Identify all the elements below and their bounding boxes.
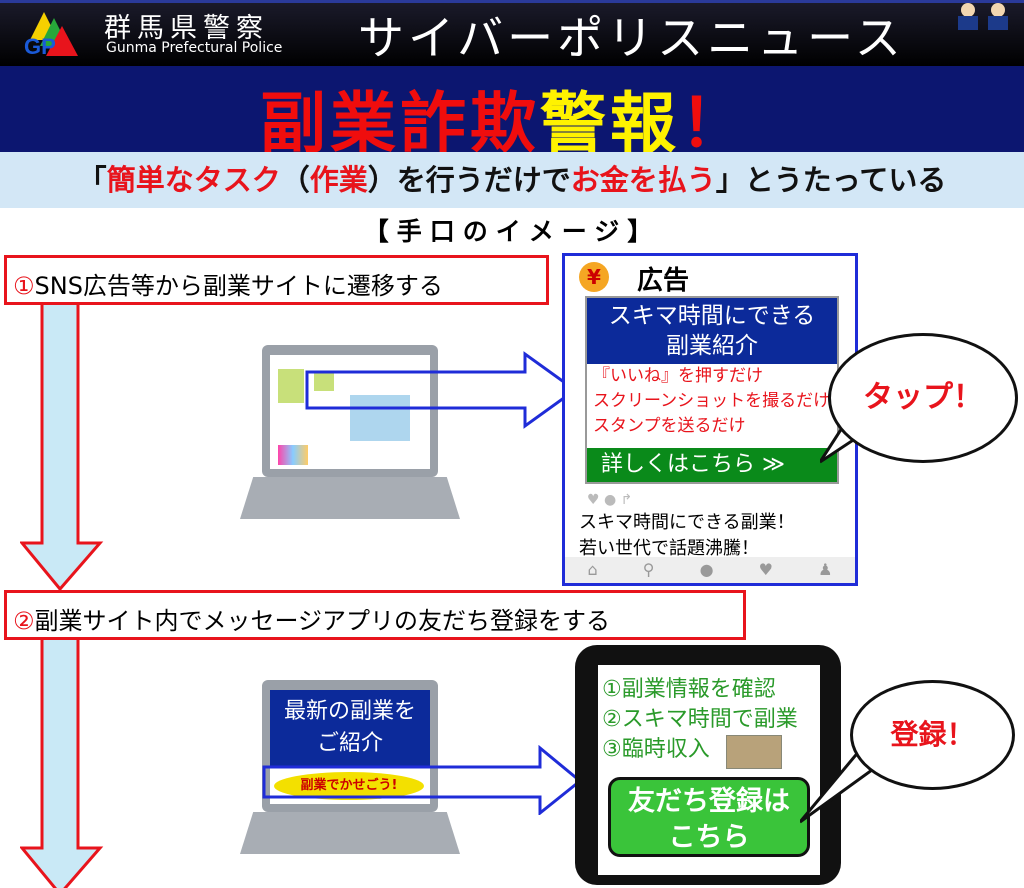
subtitle: 「簡単なタスク（作業）を行うだけでお金を払う」とうたっている <box>0 152 1024 208</box>
right-arrow-1 <box>305 351 578 429</box>
speech-bubble-register: 登録！ <box>850 680 1015 790</box>
ad-line: スタンプを送るだけ <box>593 416 746 436</box>
details-button[interactable]: 詳しくはこちら ≫ <box>587 448 837 482</box>
header-bar <box>0 0 1024 66</box>
money-stack-icon <box>726 735 782 769</box>
step-text: 副業サイト内でメッセージアプリの友だち登録をする <box>34 607 611 635</box>
series-title: サイバーポリスニュース <box>358 11 905 65</box>
user-icon[interactable]: ♟ <box>818 560 833 579</box>
laptop-illustration-2: 最新の副業をご紹介 副業でかせごう! <box>240 680 460 855</box>
post-text: スキマ時間にできる副業！ <box>579 512 795 533</box>
chat-icon[interactable]: ● <box>699 560 714 579</box>
mascot-icon <box>958 3 1008 30</box>
sub-text: 「 <box>77 163 107 197</box>
sns-ad-mock: ¥ 広告 スキマ時間にできる 副業紹介 『いいね』を押すだけ スクリーンショット… <box>562 253 858 586</box>
yen-icon: ¥ <box>579 262 609 292</box>
title-mark: ！ <box>680 85 750 162</box>
step-text: SNS広告等から副業サイトに遷移する <box>34 272 443 300</box>
phone-line: ③臨時収入 <box>602 737 710 762</box>
down-arrow-1 <box>20 303 104 592</box>
sub-highlight: お金を払う <box>570 163 716 197</box>
phone-line: ②スキマ時間で副業 <box>602 707 798 732</box>
reaction-icons: ♥ ● ↱ <box>587 492 633 508</box>
step-number: ② <box>13 607 35 635</box>
phone-line: ①副業情報を確認 <box>602 677 776 702</box>
org-name-ja: 群馬県警察 <box>104 13 269 44</box>
ad-line: スクリーンショットを撮るだけ <box>593 391 831 411</box>
ad-banner: スキマ時間にできる 副業紹介 <box>587 298 837 364</box>
alert-title: 副業詐欺警報！ <box>0 70 1010 166</box>
step-number: ① <box>13 272 35 300</box>
ad-label: 広告 <box>637 266 690 296</box>
sub-highlight: 作業 <box>309 163 368 197</box>
sub-text: ）を行うだけで <box>367 163 571 197</box>
home-icon[interactable]: ⌂ <box>587 560 598 579</box>
laptop-ad: 副業でかせごう! <box>274 772 424 800</box>
police-logo: GP <box>24 12 78 56</box>
down-arrow-2 <box>20 638 104 888</box>
sub-text: （ <box>280 163 310 197</box>
laptop-banner: 最新の副業をご紹介 <box>270 690 430 768</box>
ad-line: 『いいね』を押すだけ <box>593 366 763 386</box>
heart-icon[interactable]: ♥ <box>758 560 774 579</box>
sub-text: 」とうたっている <box>715 163 947 197</box>
phone-screen: ①副業情報を確認 ②スキマ時間で副業 ③臨時収入 友だち登録はこちら <box>598 665 820 875</box>
title-red: 副業詐欺 <box>260 85 540 162</box>
search-icon[interactable]: ⚲ <box>642 560 655 579</box>
step-1: ①SNS広告等から副業サイトに遷移する <box>4 255 549 305</box>
right-arrow-2 <box>262 745 583 815</box>
svg-text:GP: GP <box>24 34 56 56</box>
post-text: 若い世代で話題沸騰！ <box>579 538 759 559</box>
org-name-en: Gunma Prefectural Police <box>106 40 283 56</box>
speech-bubble-tap: タップ！ <box>828 333 1018 463</box>
title-yellow: 警報 <box>540 85 680 162</box>
title-band <box>0 66 1024 152</box>
laptop-illustration-1 <box>240 345 460 520</box>
sub-highlight: 簡単なタスク <box>106 163 281 197</box>
add-friend-button[interactable]: 友だち登録はこちら <box>608 777 810 857</box>
section-heading: 【手口のイメージ】 <box>363 217 661 246</box>
sns-nav-bar: ⌂ ⚲ ● ♥ ♟ <box>565 557 855 583</box>
step-2: ②副業サイト内でメッセージアプリの友だち登録をする <box>4 590 746 640</box>
